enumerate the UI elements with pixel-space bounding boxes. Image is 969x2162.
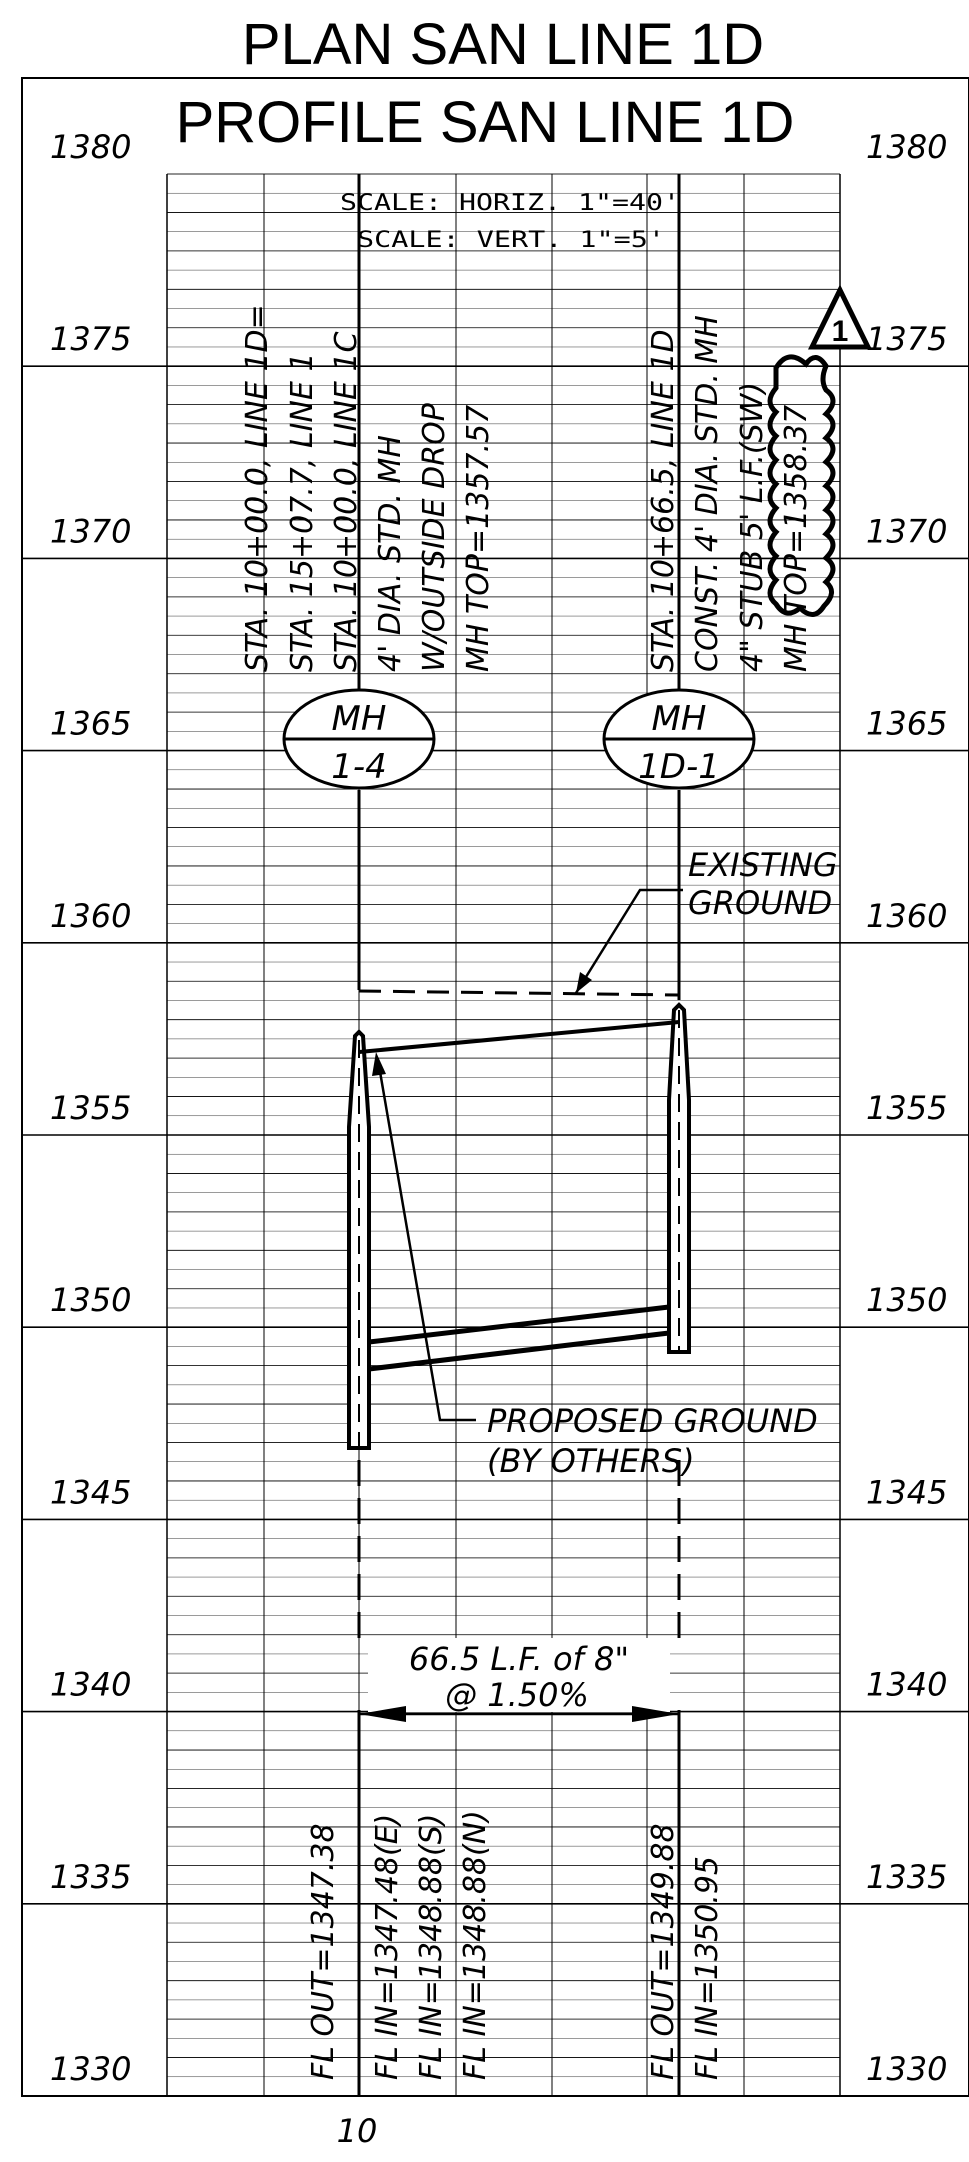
- manhole-centerlines: [357, 174, 681, 2096]
- mh-1d-1-callout-top: MH: [652, 699, 707, 739]
- mh-1-4-callout-bottom: 1-4: [331, 747, 387, 787]
- mh-1d-1-line-1: STA. 10+66.5, LINE 1D: [646, 329, 681, 672]
- mh-1d-1-callout: MH 1D-1: [602, 688, 756, 790]
- elevation-labels-left: 1380 1375 1370 1365 1360 1355 1350 1345 1340 1335…: [50, 128, 131, 2088]
- existing-ground-label-1: EXISTING: [688, 846, 838, 884]
- mh-1-4-callout: MH 1-4: [282, 688, 436, 790]
- revision-number: 1: [832, 315, 849, 348]
- mh-1-4-line-5: W/OUTSIDE DROP: [417, 402, 452, 672]
- mh-1d-1-flowline-1: FL OUT=1349.88: [646, 1823, 681, 2080]
- sewer-pipe: [368, 1304, 670, 1372]
- manhole-1d-1-notes: STA. 10+66.5, LINE 1D CONST. 4' DIA. STD…: [646, 315, 836, 672]
- proposed-ground-leader: [376, 1059, 476, 1422]
- elevation-label: 1365: [866, 705, 947, 743]
- mh-1-4-line-4: 4' DIA. STD. MH: [373, 435, 408, 672]
- mh-1-4-flowline-2: FL IN=1347.48(E): [370, 1814, 405, 2080]
- profile-title: PROFILE SAN LINE 1D: [176, 90, 795, 155]
- profile-grid: [22, 173, 969, 2097]
- proposed-ground-arrow-icon: [372, 1052, 386, 1076]
- elevation-label: 1375: [866, 320, 947, 358]
- manhole-1d-1-structure: [667, 1002, 691, 1354]
- elevation-label: 1370: [866, 512, 947, 550]
- elevation-label: 1360: [866, 897, 947, 935]
- mh-1d-1-line-2: CONST. 4' DIA. STD. MH: [690, 315, 725, 672]
- manhole-1-4-structure: [347, 1029, 371, 1450]
- pipe-length-label: 66.5 L.F. of 8": [409, 1640, 629, 1678]
- elevation-label: 1355: [866, 1089, 947, 1127]
- mh-1d-1-line-4: MH TOP=1358.37: [779, 405, 814, 672]
- station-label: 10: [337, 2112, 378, 2150]
- mh-1-4-flowline-3: FL IN=1348.88(S): [414, 1814, 449, 2080]
- elevation-label: 1355: [50, 1089, 131, 1127]
- mh-1d-1-flowline-2: FL IN=1350.95: [690, 1856, 725, 2080]
- elevation-label: 1340: [866, 1666, 947, 1704]
- elevation-label: 1340: [50, 1666, 131, 1704]
- existing-ground-arrow-icon: [576, 972, 592, 993]
- mh-1-4-line-6: MH TOP=1357.57: [461, 405, 496, 672]
- manhole-1-4-notes: STA. 10+00.0, LINE 1D= STA. 15+07.7, LIN…: [240, 304, 496, 672]
- mh-1d-1-line-3: 4" STUB 5' L.F.(SW): [735, 382, 770, 672]
- existing-ground-label-2: GROUND: [688, 884, 832, 922]
- existing-ground-leader: [574, 888, 683, 994]
- elevation-label: 1350: [866, 1281, 947, 1319]
- elevation-label: 1330: [50, 2050, 131, 2088]
- proposed-ground-label-2: (BY OTHERS): [487, 1442, 695, 1480]
- pipe-slope-label: @ 1.50%: [445, 1676, 589, 1714]
- elevation-labels-right: 1380 1375 1370 1365 1360 1355 1350 1345 1340 1335…: [866, 128, 947, 2088]
- revision-cloud: [767, 354, 836, 617]
- elevation-label: 1360: [50, 897, 131, 935]
- elevation-label: 1375: [50, 320, 131, 358]
- elevation-label: 1370: [50, 512, 131, 550]
- elevation-label: 1335: [50, 1858, 131, 1896]
- existing-ground-line: [358, 989, 680, 997]
- proposed-ground-line: [358, 1020, 680, 1054]
- revision-triangle-icon: 1: [807, 284, 873, 350]
- scale-vertical: SCALE: VERT. 1"=5': [357, 228, 665, 253]
- elevation-label: 1345: [50, 1473, 131, 1511]
- flowline-labels: FL OUT=1347.38 FL IN=1347.48(E) FL IN=13…: [306, 1810, 725, 2080]
- elevation-label: 1365: [50, 705, 131, 743]
- elevation-label: 1345: [866, 1473, 947, 1511]
- mh-1-4-line-2: STA. 15+07.7, LINE 1: [285, 352, 320, 672]
- mh-1-4-flowline-1: FL OUT=1347.38: [306, 1823, 341, 2080]
- profile-frame: [21, 77, 969, 2097]
- mh-1d-1-callout-bottom: 1D-1: [638, 747, 720, 787]
- plan-title: PLAN SAN LINE 1D: [242, 12, 764, 77]
- pipe-label-mask: [368, 1638, 670, 1712]
- pipe-dimension-line: [359, 1706, 679, 1722]
- scale-horizontal: SCALE: HORIZ. 1"=40': [340, 191, 680, 216]
- mh-1-4-line-1: STA. 10+00.0, LINE 1D=: [240, 304, 275, 672]
- mh-1-4-callout-top: MH: [332, 699, 387, 739]
- mh-1-4-flowline-4: FL IN=1348.88(N): [458, 1810, 493, 2080]
- elevation-label: 1380: [50, 128, 131, 166]
- elevation-label: 1335: [866, 1858, 947, 1896]
- elevation-label: 1350: [50, 1281, 131, 1319]
- elevation-label: 1380: [866, 128, 947, 166]
- proposed-ground-label-1: PROPOSED GROUND: [487, 1402, 818, 1440]
- elevation-label: 1330: [866, 2050, 947, 2088]
